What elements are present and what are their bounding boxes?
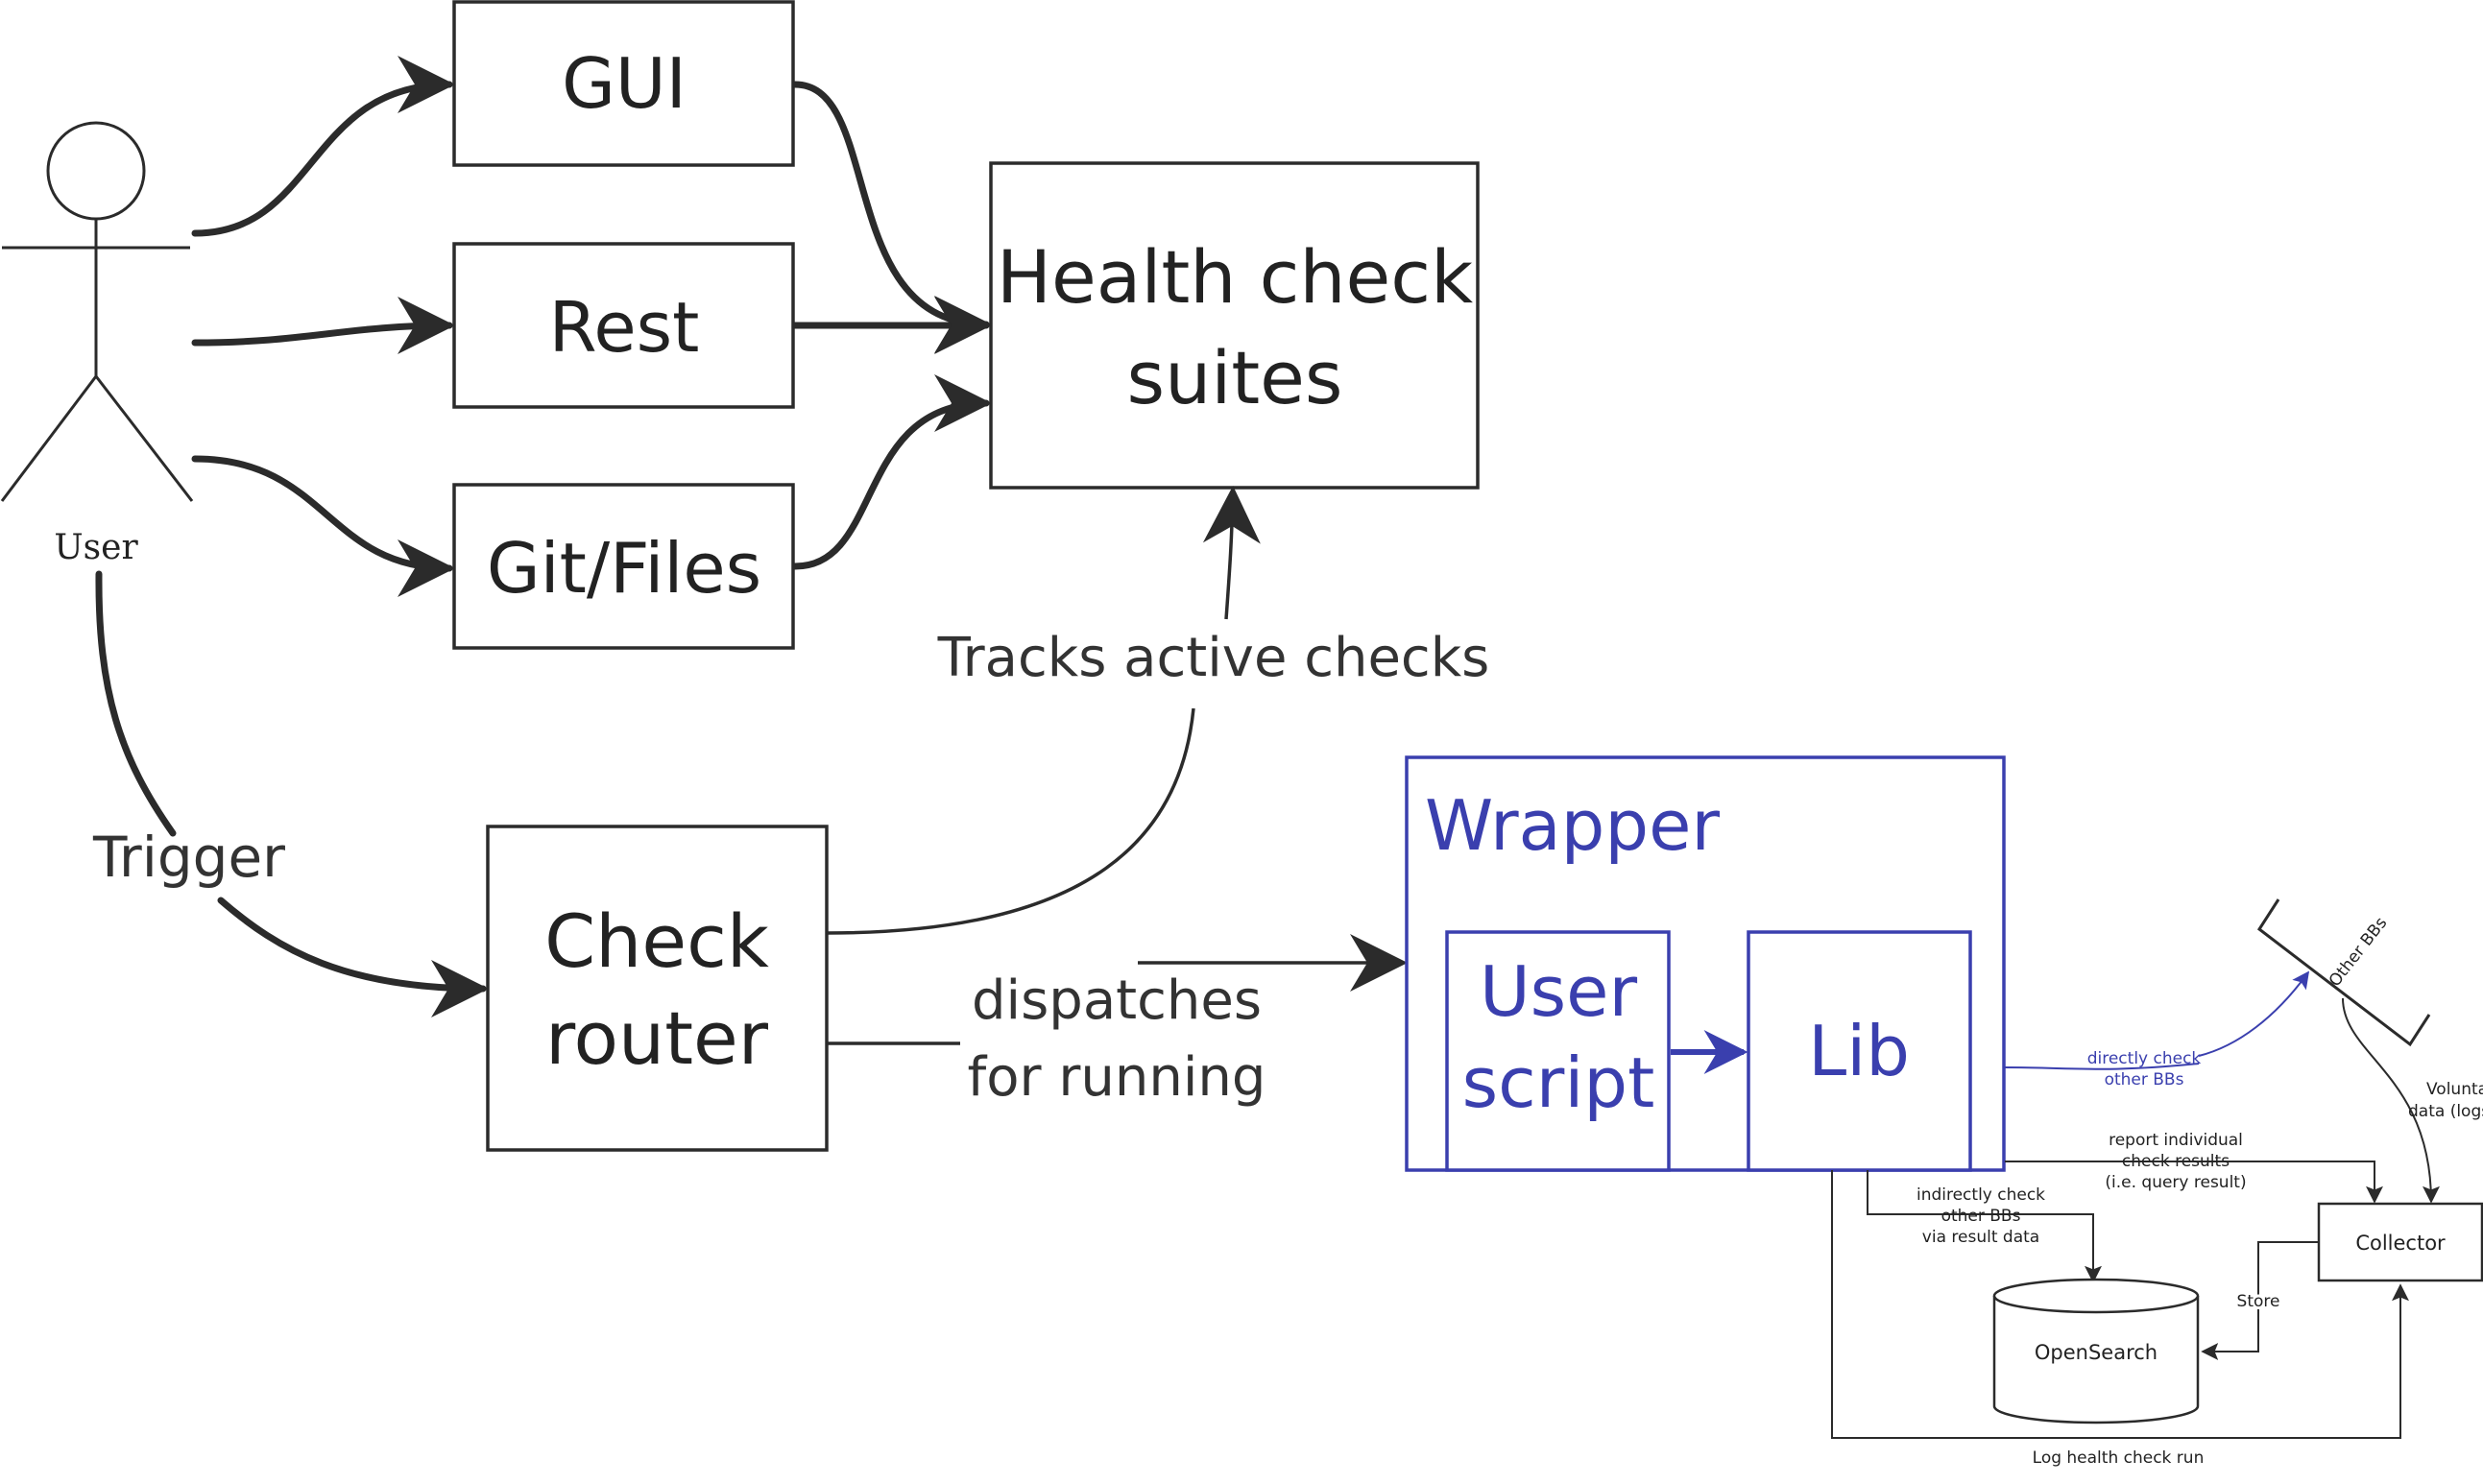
- user-to-gui-arrow: [191, 56, 455, 237]
- other-bbs-node: [2256, 898, 2431, 1047]
- gui-to-suites-arrow: [791, 81, 992, 353]
- report-label-line1: report individual: [2109, 1131, 2243, 1150]
- indirect-check-arrow: [1867, 1170, 2102, 1283]
- opensearch-db: [1992, 1278, 2200, 1424]
- health-check-suites-box: [989, 161, 1480, 490]
- user-script-line1: User: [1480, 951, 1638, 1032]
- trigger-arrow-upper: [95, 570, 177, 837]
- opensearch-label: OpenSearch: [2035, 1341, 2158, 1364]
- dispatch-label-line1: dispatches: [972, 969, 1262, 1032]
- tracks-arrow-lower: [827, 707, 1195, 935]
- gui-label: GUI: [562, 43, 687, 124]
- user-script-line2: script: [1462, 1042, 1655, 1123]
- directly-check-arrow: [2004, 1063, 2200, 1070]
- user-script-box: [1445, 930, 1671, 1172]
- other-bbs-label: Other BBs: [2326, 914, 2392, 991]
- git-files-label: Git/Files: [487, 528, 761, 609]
- store-arrow: [2201, 1241, 2319, 1360]
- suites-label-line1: Health check: [997, 234, 1473, 320]
- user-to-git-arrow: [191, 455, 455, 597]
- tracks-label: Tracks active checks: [937, 627, 1490, 689]
- indirect-label-line2: other BBs: [1941, 1207, 2021, 1226]
- wrapper-title: Wrapper: [1425, 785, 1720, 866]
- store-label: Store: [2237, 1292, 2280, 1311]
- tracks-arrow-upper: [1202, 486, 1261, 620]
- report-results-arrow: [2005, 1161, 2383, 1204]
- rest-box: [452, 242, 795, 409]
- collector-box: [2317, 1202, 2483, 1282]
- user-actor: [0, 121, 194, 502]
- log-run-arrow: [1831, 1170, 2409, 1439]
- router-label-line1: Check: [544, 898, 769, 984]
- voluntary-label-line2: data (logs,: [2408, 1102, 2483, 1121]
- indirect-label-line1: indirectly check: [1916, 1185, 2045, 1205]
- rest-label: Rest: [549, 287, 700, 368]
- trigger-arrow-lower: [217, 897, 489, 1017]
- indirect-label-line3: via result data: [1922, 1228, 2039, 1247]
- report-label-line3: (i.e. query result): [2105, 1173, 2246, 1192]
- router-label-line2: router: [545, 995, 769, 1081]
- user-to-rest-arrow: [191, 297, 455, 355]
- voluntary-arrow: [2342, 997, 2440, 1204]
- dispatch-label-line2: for running: [968, 1046, 1266, 1109]
- lib-label: Lib: [1808, 1011, 1910, 1091]
- git-to-suites-arrow: [791, 374, 992, 570]
- lib-box: [1747, 930, 1972, 1172]
- voluntary-label-line1: Voluntar: [2426, 1080, 2483, 1099]
- report-label-line2: check results: [2122, 1152, 2230, 1171]
- user-label: User: [54, 528, 138, 567]
- suites-label-line2: suites: [1126, 335, 1342, 420]
- directly-check-label-line1: directly check: [2087, 1049, 2202, 1068]
- log-run-label: Log health check run: [2033, 1448, 2205, 1468]
- directly-check-arrow-head: [2198, 970, 2310, 1057]
- collector-label: Collector: [2355, 1232, 2446, 1255]
- directly-check-label-line2: other BBs: [2105, 1070, 2184, 1089]
- trigger-label: Trigger: [92, 825, 285, 890]
- check-router-box: [486, 825, 829, 1152]
